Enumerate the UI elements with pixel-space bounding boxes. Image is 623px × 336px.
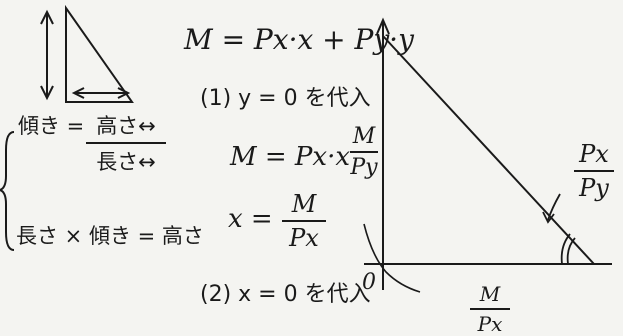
x-axis-fraction: M Px [470, 282, 510, 336]
y-intercept-denominator: Py [350, 155, 378, 180]
budget-line [382, 35, 595, 265]
step-2-label: (2) x = 0 を代入 [200, 282, 371, 307]
angle-mark-2 [566, 237, 576, 265]
step-1-label: (1) y = 0 を代入 [200, 86, 371, 111]
height-arrow-head-top [40, 9, 54, 25]
x-intercept-numerator: M [291, 190, 317, 218]
x-axis-denominator: Px [477, 312, 503, 336]
fraction-bar [574, 170, 614, 172]
slope-fraction: Px Py [574, 140, 614, 202]
y-intercept-numerator: M [352, 124, 376, 149]
y-axis-arrowhead [376, 17, 390, 35]
pointer-arrow-head [542, 211, 555, 224]
slope-def-lhs: 傾き = [18, 114, 85, 138]
pointer-arrow [547, 193, 561, 221]
x-intercept-denominator: Px [289, 224, 319, 252]
angle-mark-1 [560, 233, 571, 265]
slope-denominator: Py [579, 174, 609, 202]
length-arrow-head-right [117, 87, 131, 99]
fraction-bar [350, 151, 378, 153]
slope-def-numerator: 高さ↔ [96, 114, 156, 138]
slope-numerator: Px [579, 140, 609, 168]
y-intercept-fraction: M Py [350, 124, 378, 180]
length-arrow-head-left [71, 87, 85, 99]
slope-def-fraction: 高さ↔ 長さ↔ [86, 110, 166, 176]
x-intercept-fraction: M Px [282, 190, 326, 252]
x-axis-numerator: M [479, 282, 501, 306]
height-arrow-head-bottom [40, 85, 54, 101]
fraction-bar [470, 308, 510, 310]
equation-x-only: M = Px·x [230, 142, 351, 172]
small-triangle [65, 4, 134, 103]
budget-equation: M = Px·x + Py·y [184, 23, 414, 56]
left-brace [0, 131, 15, 251]
origin-label: 0 [362, 270, 376, 295]
slope-def-denominator: 長さ↔ [96, 150, 156, 174]
fraction-bar [86, 142, 166, 144]
slope-product: 長さ × 傾き = 高さ [16, 224, 204, 248]
x-intercept-lhs: x = [228, 204, 273, 234]
curve-stroke [363, 223, 421, 293]
fraction-bar [282, 220, 326, 222]
